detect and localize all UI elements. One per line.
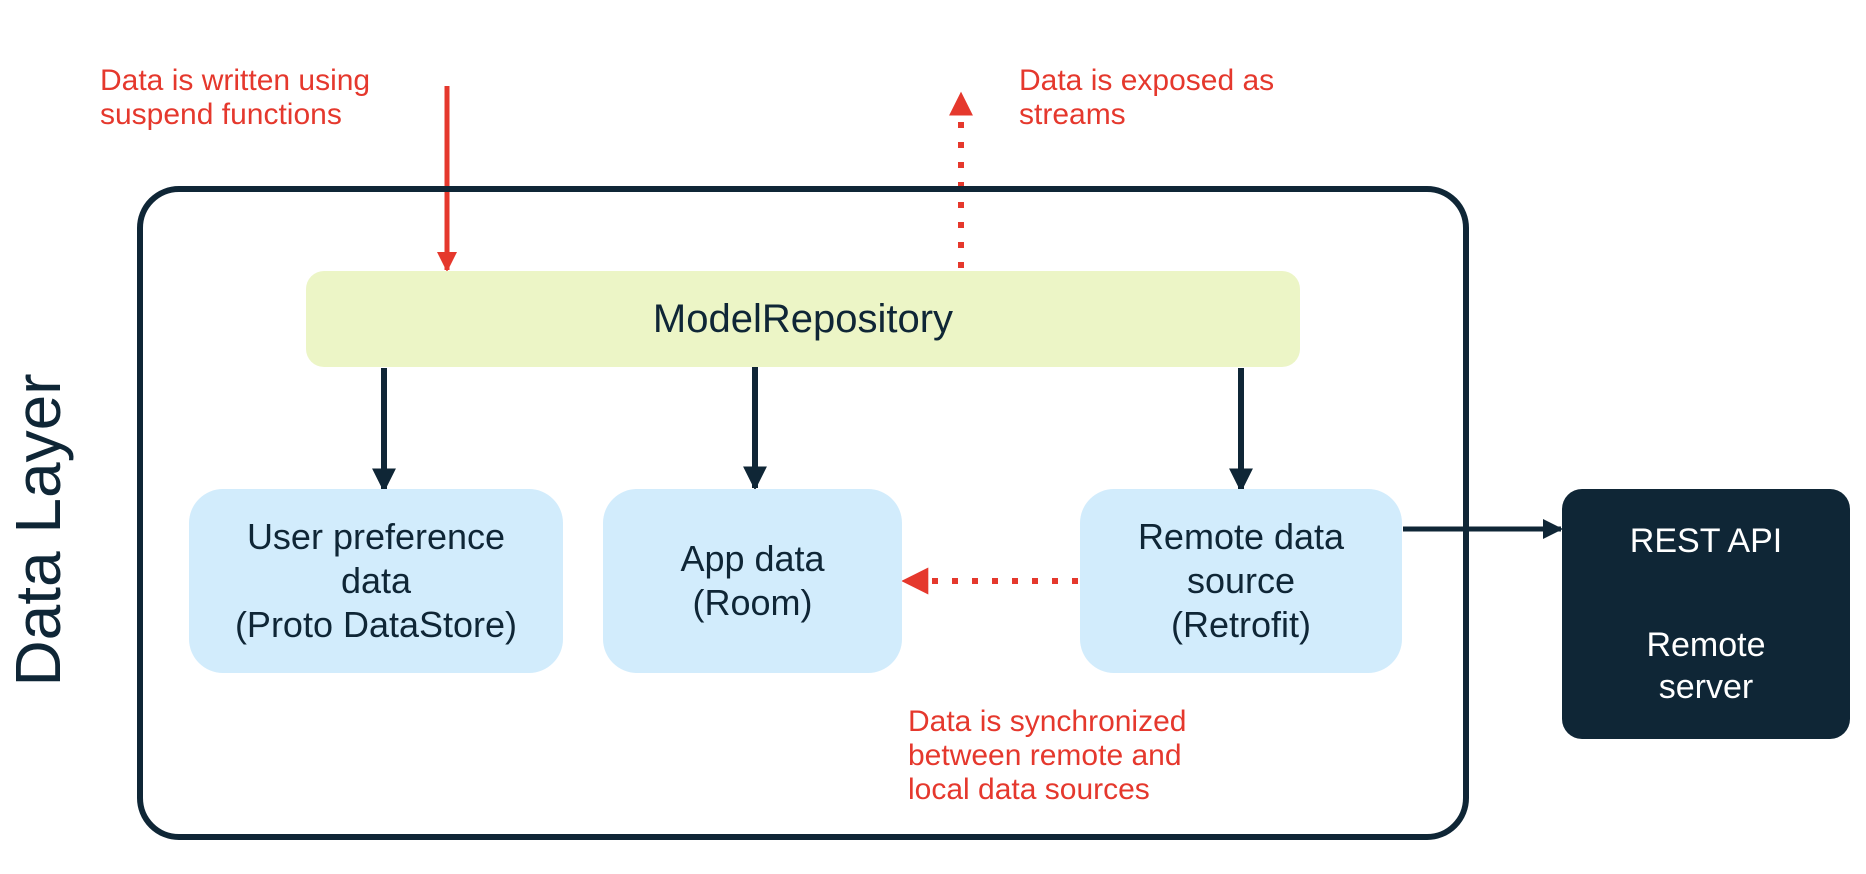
user-preference-data-label: User preference data (Proto DataStore) (234, 516, 518, 645)
data-layer-title: Data Layer (2, 373, 74, 687)
write-annotation: Data is written using suspend functions (100, 64, 371, 131)
expose-annotation: Data is exposed as streams (1019, 64, 1275, 131)
model-repository-box: ModelRepository (306, 271, 1300, 367)
app-data-box: App data (Room) (603, 489, 902, 673)
data-layer-frame (137, 186, 1469, 840)
user-preference-data-box: User preference data (Proto DataStore) (189, 489, 563, 673)
remote-server-box: REST API Remote server (1562, 489, 1850, 739)
sync-annotation: Data is synchronized between remote and … (908, 705, 1187, 806)
remote-data-source-box: Remote data source (Retrofit) (1080, 489, 1402, 673)
app-data-label: App data (Room) (680, 538, 825, 623)
rest-api-label: REST API (1629, 522, 1783, 560)
remote-server-label: Remote server (1646, 626, 1766, 706)
model-repository-label: ModelRepository (652, 296, 954, 341)
remote-data-source-label: Remote data source (Retrofit) (1137, 516, 1345, 645)
